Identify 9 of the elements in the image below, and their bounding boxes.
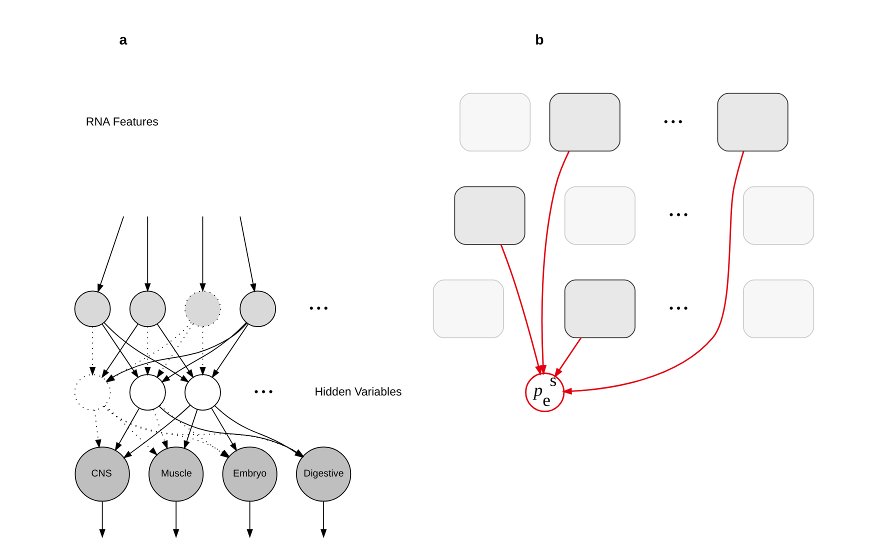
label: • • • [309,302,328,315]
label: • • • [254,386,273,398]
label: • • • [669,302,688,315]
label: • • • [669,210,688,222]
label: • • • [664,116,682,128]
label: RNA Features [86,116,158,128]
label: b [535,32,544,48]
label: Hidden Variables [314,386,402,398]
label: a [119,32,128,48]
